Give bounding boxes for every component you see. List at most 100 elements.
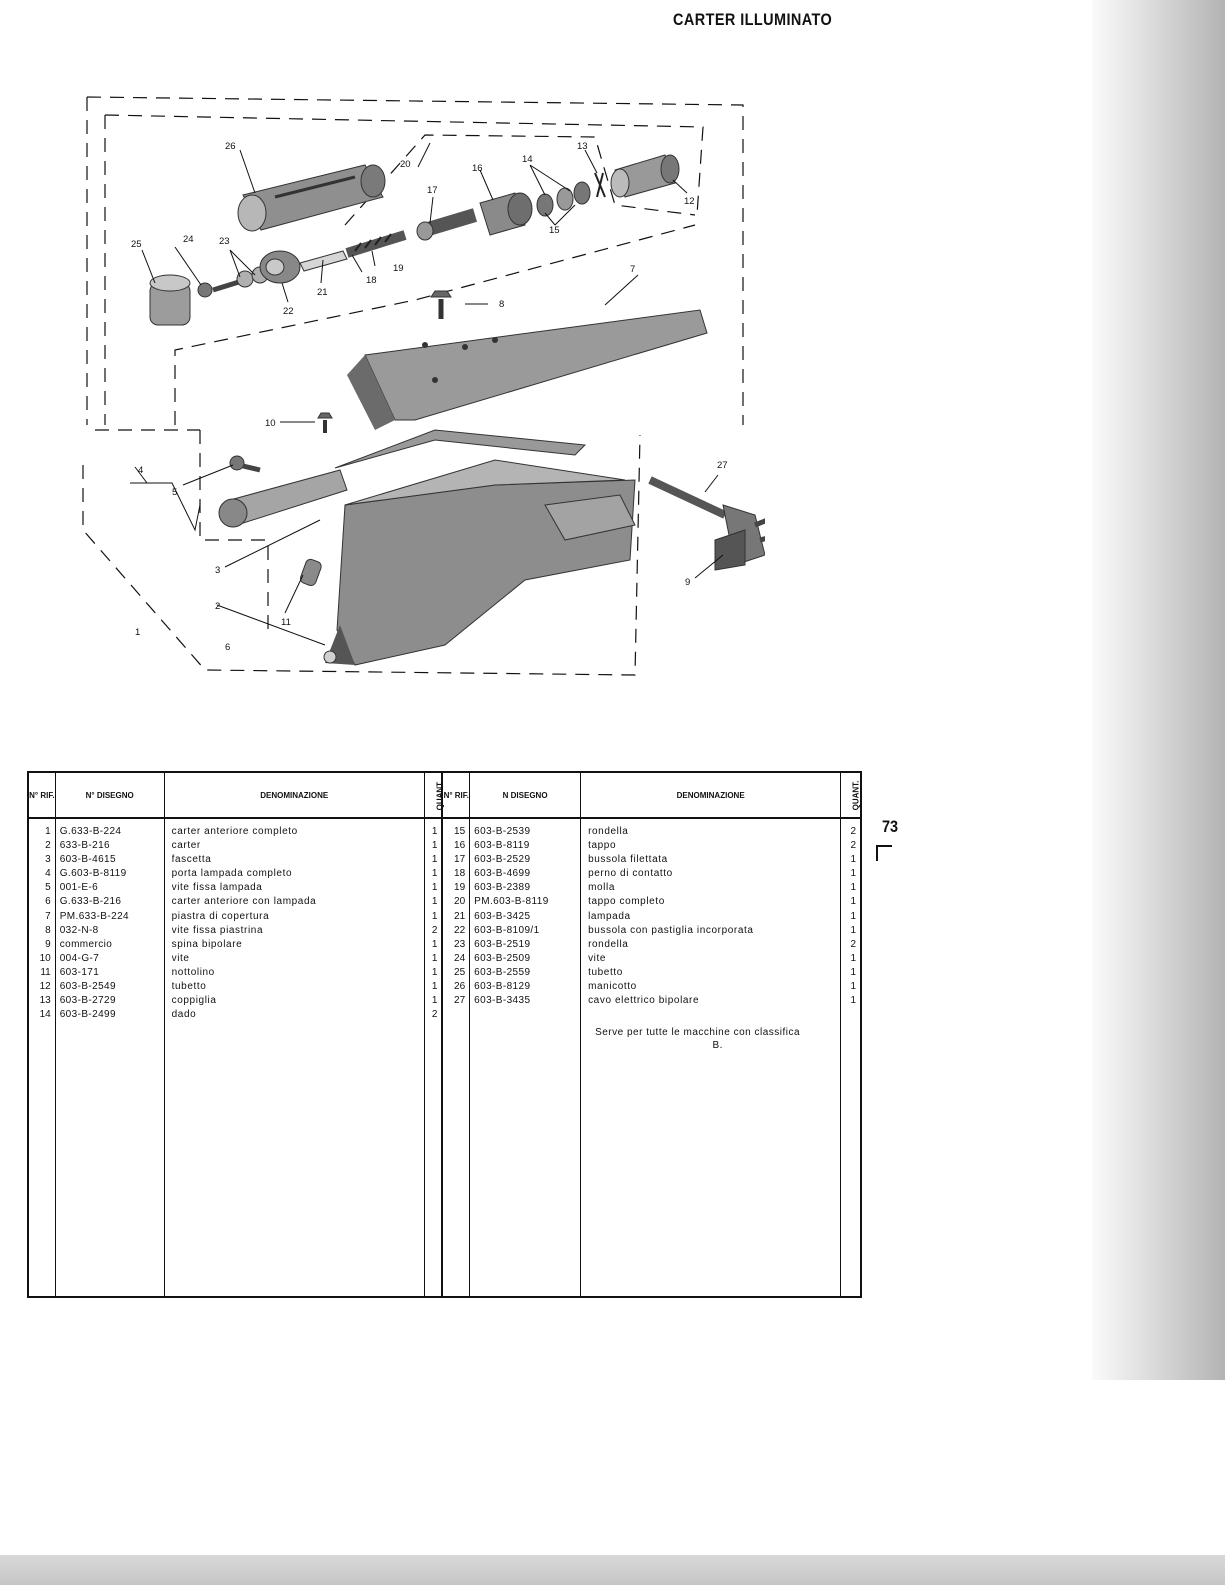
left-rif-cell: 9 [45,938,51,950]
callout-20: 20 [400,159,411,170]
left-rif-cell: 14 [39,1009,51,1021]
left-disegno-cell: commercio [59,938,113,950]
callout-26: 26 [225,141,236,152]
left-disegno-cell: G.633-B-224 [59,826,122,837]
left-disegno-cell: 603-B-4615 [59,854,116,866]
right-disegno-cell: 603-B-2559 [474,966,531,978]
header-denominazione-left: DENOMINAZIONE [163,772,425,819]
right-disegno-cell: 603-B-3425 [474,910,531,922]
callout-7: 7 [630,264,635,275]
left-rif-cell: 5 [45,882,51,894]
right-den-cell: perno di contatto [588,868,673,880]
part-16-cap [479,192,533,236]
part-11-latch [299,558,322,587]
right-rif-cell: 22 [454,924,466,936]
callout-25: 25 [131,239,142,250]
left-disegno-cell: 633-B-216 [59,840,111,852]
part-26-sleeve [237,164,386,232]
left-qty-cell: 1 [431,981,438,993]
right-qty-cell: 1 [850,924,856,936]
part-2-carter-housing [323,459,636,666]
right-qty-cell: 1 [850,981,856,993]
lamp-group-boundary [174,224,696,425]
left-qty-cell: 1 [431,966,438,978]
left-disegno-cell: G.603-B-8119 [59,868,127,880]
part-25-tube [149,274,191,326]
part-12-tube [610,154,680,198]
callout-27: 27 [717,460,728,471]
left-rif-cell: 6 [45,896,51,908]
right-rif-cell: 27 [454,995,466,1007]
left-disegno-cell: 032-N-8 [59,924,99,936]
callout-11: 11 [281,617,291,628]
exploded-parts-diagram: 26 25 24 23 22 21 18 19 20 17 16 14 15 1… [82,96,765,676]
right-rif-cell: 18 [454,868,466,880]
right-disegno-cell: 603-B-2529 [474,854,531,866]
right-disegno-cell: PM.603-B-8119 [474,896,549,908]
part-22-bushing [259,250,301,284]
left-rif-cell: 2 [45,840,51,852]
corner-crop-mark [876,845,892,861]
left-rif-cell: 8 [45,924,51,936]
classification-note: Serve per tutte le macchine con classifi… [595,1027,801,1052]
right-disegno-cell: 603-B-8109/1 [474,924,540,936]
right-den-cell: tappo [588,840,617,852]
left-rif-cell: 4 [45,868,51,880]
right-qty-cell: 2 [850,826,856,837]
callout-14: 14 [522,154,533,165]
right-rif-cell: 16 [454,840,466,852]
right-rif-cell: 23 [454,938,466,950]
right-rif-cell: 21 [454,910,466,922]
right-disegno-cell: 603-B-4699 [474,868,531,880]
left-den-cell: dado [171,1009,197,1021]
part-7-cover-plate [347,309,708,430]
left-disegno-cell: 603-171 [59,966,100,978]
left-qty-cell: 1 [431,826,438,837]
right-qty-cell: 1 [850,995,856,1007]
left-qty-cell: 2 [431,924,438,936]
header-quant-right: QUANT. [840,772,862,819]
right-rif-cell: 24 [454,952,466,964]
right-disegno-cell: 603-B-3435 [474,995,531,1007]
left-den-cell: coppiglia [171,995,217,1007]
callout-15: 15 [549,225,560,236]
left-disegno-cell: 001-E-6 [59,882,99,894]
left-disegno-cell: PM.633-B-224 [59,910,129,922]
right-den-cell: cavo elettrico bipolare [588,995,700,1007]
callout-9: 9 [685,577,690,588]
left-qty-cell: 1 [431,995,438,1007]
part-27-9-plug [648,476,765,571]
left-den-cell: porta lampada completo [171,868,293,880]
header-disegno-right: N DISEGNO [469,772,582,819]
left-qty-cell: 1 [431,840,438,852]
left-qty-cell: 1 [431,952,438,964]
part-8-screw [430,290,452,319]
callout-2: 2 [215,601,220,612]
scan-bottom-bar [0,1555,1225,1585]
group-1-boundary [82,434,641,676]
right-den-cell: molla [588,882,615,894]
left-disegno-cell: 603-B-2549 [59,981,116,993]
right-den-cell: vite [588,952,607,964]
right-disegno-cell: 603-B-2389 [474,882,531,894]
header-quant-left: QUANT. [423,772,444,819]
right-rif-cell: 26 [454,981,466,993]
callout-6: 6 [225,642,230,653]
left-rif-cell: 12 [39,981,51,993]
callout-22: 22 [283,306,294,317]
right-qty-cell: 1 [850,854,856,866]
right-den-cell: bussola con pastiglia incorporata [588,924,754,936]
right-qty-cell: 1 [850,896,856,908]
right-rif-cell: 17 [454,854,466,866]
left-qty-cell: 1 [431,868,438,880]
left-den-cell: vite fissa piastrina [171,924,264,936]
group-6-boundary [199,430,269,630]
right-rif-cell: 15 [454,826,466,837]
part-24-23-screw-washers [197,266,269,298]
left-rif-cell: 3 [45,854,51,866]
left-qty-cell: 1 [431,938,438,950]
right-rif-cell: 25 [454,966,466,978]
